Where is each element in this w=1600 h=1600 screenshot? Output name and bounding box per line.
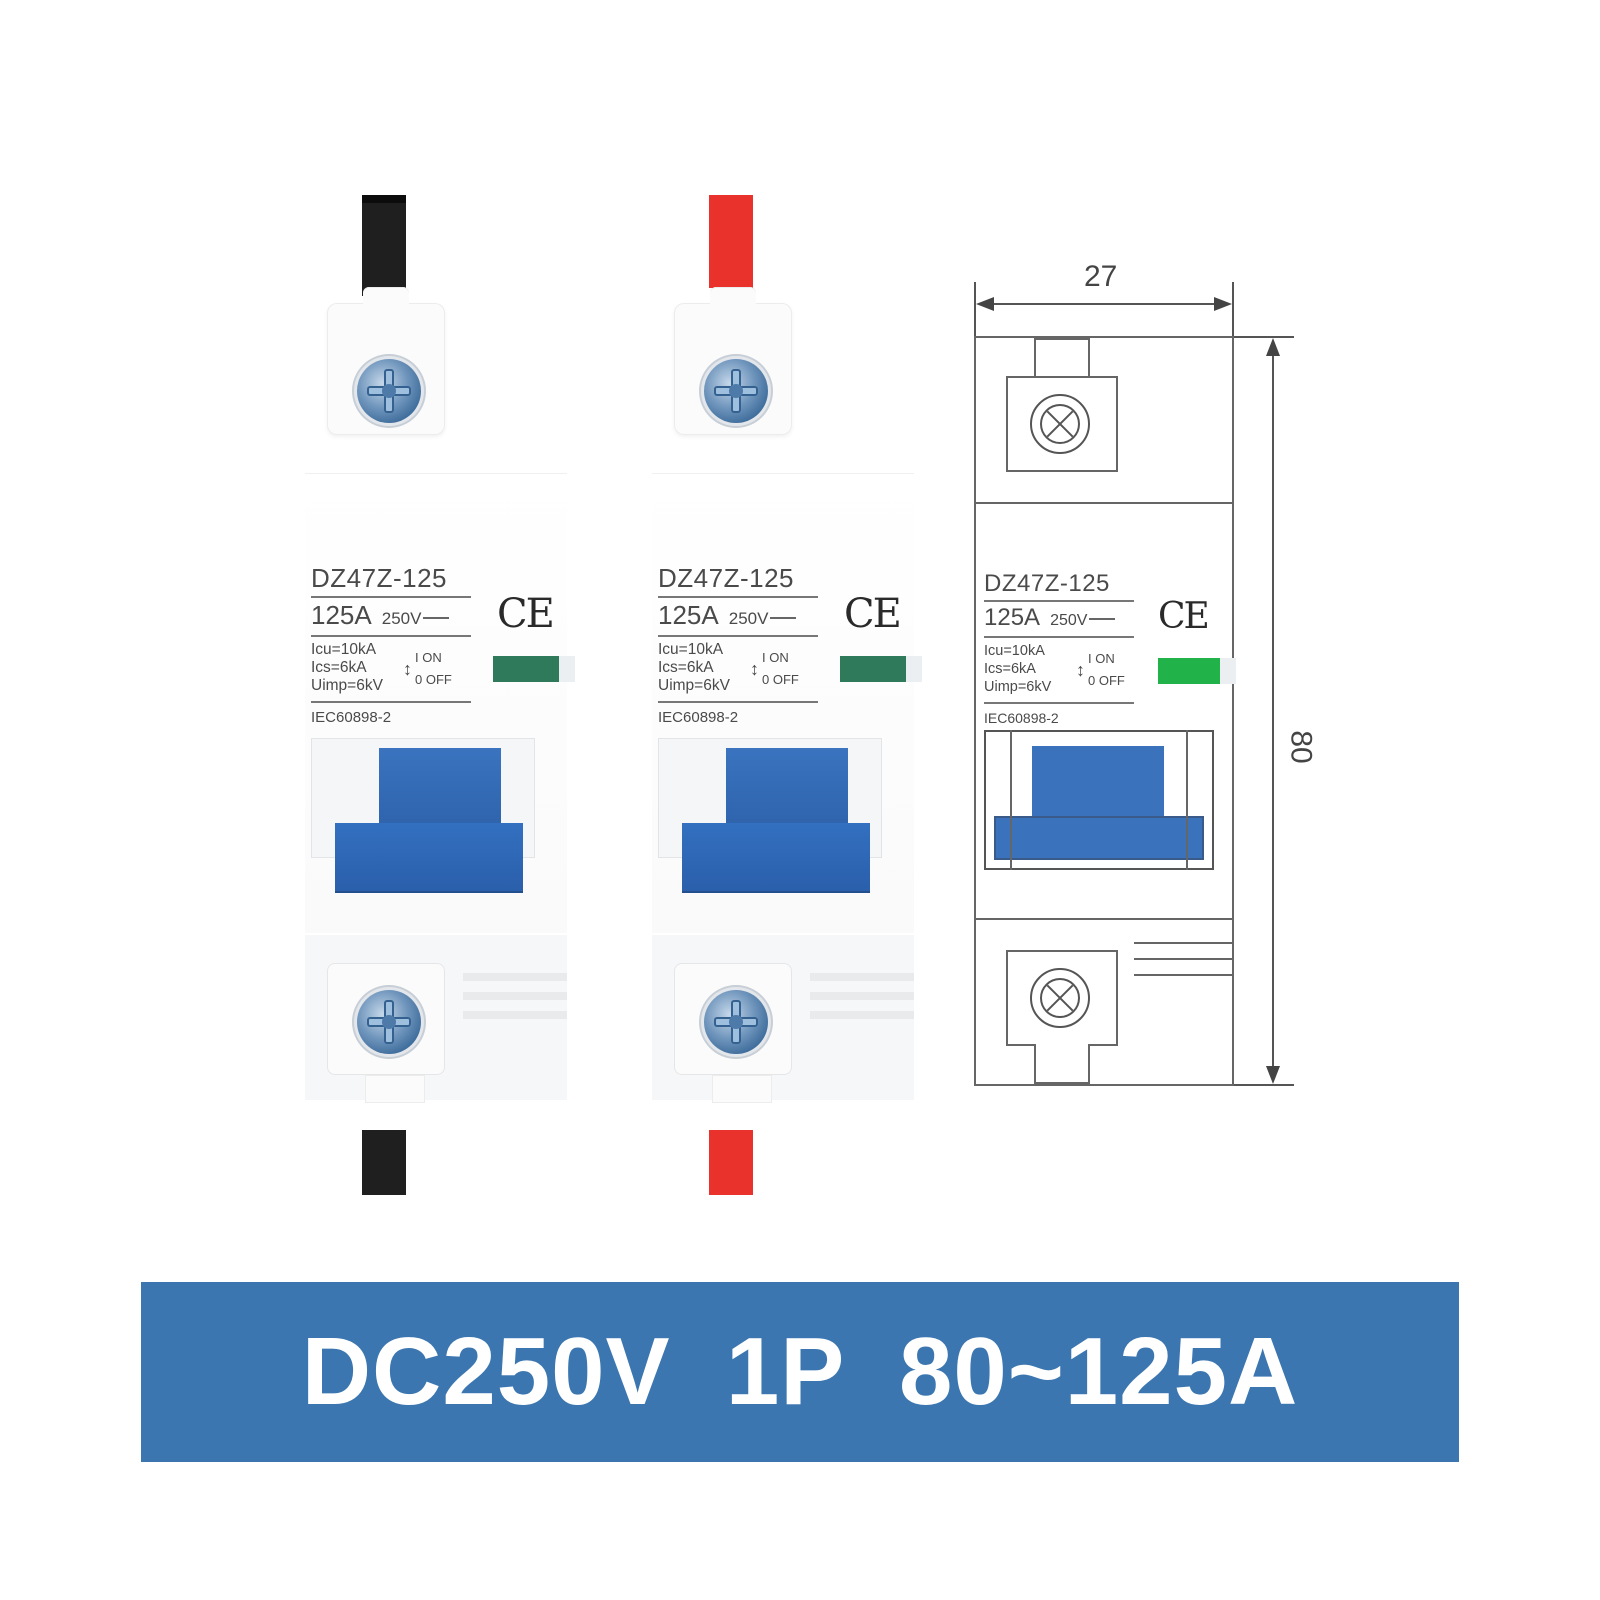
toggle-frame [984, 730, 1214, 870]
switch-legend: ↕ I ON 0 OFF [750, 647, 799, 691]
switch-off-text: 0 OFF [415, 672, 452, 687]
lower-tab [712, 1075, 772, 1103]
bottom-tab [1034, 1044, 1090, 1084]
screw-icon [357, 359, 421, 423]
screw-icon [704, 990, 768, 1054]
breaker-label: DZ47Z-125 125A 250V CE Icu=10kA Ics=6kA … [658, 563, 926, 726]
switch-on-text: I ON [762, 650, 789, 665]
spec-banner: DC250V 1P 80~125A [141, 1282, 1459, 1462]
spec-uimp: Uimp=6kV [984, 679, 1052, 695]
model-text: DZ47Z-125 [658, 563, 818, 598]
screw-icon [1030, 394, 1090, 454]
lower-rails [810, 973, 914, 1033]
dimension-drawing: 27 80 DZ47Z-125 125A 250V CE Icu=10kA Ic… [970, 260, 1330, 1110]
switch-off-text: 0 OFF [1088, 673, 1125, 688]
bottom-wire-black [362, 1130, 406, 1195]
model-text: DZ47Z-125 [311, 563, 471, 598]
spec-uimp: Uimp=6kV [658, 677, 730, 694]
spec-block: Icu=10kA Ics=6kA Uimp=6kV ↕ I ON 0 OFF [984, 636, 1134, 696]
dim-extension-bottom [1234, 1084, 1294, 1086]
current-text: 125A [311, 600, 372, 630]
screw-icon [1030, 968, 1090, 1028]
height-dim-line [1272, 344, 1274, 1078]
rating-row: 125A 250V [311, 600, 579, 631]
status-indicator [1158, 658, 1236, 684]
standard-text: IEC60898-2 [311, 701, 471, 726]
spec-icu: Icu=10kA [658, 641, 724, 658]
status-indicator [840, 656, 922, 682]
updown-arrow-icon: ↕ [1076, 660, 1085, 680]
rail-line [1134, 958, 1232, 960]
standard-text: IEC60898-2 [984, 702, 1134, 726]
spec-icu: Icu=10kA [984, 643, 1045, 659]
lower-tab [365, 1075, 425, 1103]
dim-extension-left [974, 282, 976, 362]
toggle-lever-front [682, 823, 870, 891]
ce-mark: CE [1158, 596, 1210, 637]
toggle-lever [726, 748, 848, 826]
switch-legend: ↕ I ON 0 OFF [1076, 648, 1125, 692]
outline-divider [976, 502, 1232, 504]
width-dim-line [980, 303, 1228, 305]
rail-line [1134, 974, 1232, 976]
voltage-text: 250V [381, 609, 422, 628]
dc-symbol-icon [1089, 618, 1116, 620]
voltage-text: 250V [1050, 612, 1088, 629]
banner-text: DC250V 1P 80~125A [301, 1318, 1299, 1425]
lower-rails [463, 973, 567, 1033]
screw-icon [357, 990, 421, 1054]
standard-text: IEC60898-2 [658, 701, 818, 726]
height-dimension: 80 [1284, 730, 1318, 764]
model-text: DZ47Z-125 [984, 570, 1134, 602]
top-wire-black [362, 195, 406, 296]
arrow-left-icon [976, 297, 994, 311]
dc-symbol-icon [423, 617, 450, 619]
updown-arrow-icon: ↕ [750, 659, 759, 679]
status-indicator [493, 656, 575, 682]
arrow-right-icon [1214, 297, 1232, 311]
top-wire-red [709, 195, 753, 288]
toggle-lever [1032, 746, 1164, 822]
width-dimension: 27 [1084, 260, 1118, 293]
ce-mark: CE [844, 591, 902, 637]
rating-row: 125A 250V [658, 600, 926, 631]
dim-extension-right [1232, 282, 1234, 362]
toggle-lever-front [335, 823, 523, 891]
rating-row: 125A 250V [984, 604, 1224, 632]
arrow-up-icon [1266, 338, 1280, 356]
spec-ics: Ics=6kA [658, 659, 714, 676]
switch-off-text: 0 OFF [762, 672, 799, 687]
breaker-outline [974, 336, 1234, 1086]
bottom-wire-red [709, 1130, 753, 1195]
spec-uimp: Uimp=6kV [311, 677, 383, 694]
toggle-lever-front [994, 816, 1204, 860]
updown-arrow-icon: ↕ [403, 659, 412, 679]
outline-divider [976, 918, 1232, 920]
breaker-label: DZ47Z-125 125A 250V CE Icu=10kA Ics=6kA … [311, 563, 579, 726]
top-tab [1034, 338, 1090, 378]
arrow-down-icon [1266, 1066, 1280, 1084]
dim-extension-top [1234, 336, 1294, 338]
spec-block: Icu=10kA Ics=6kA Uimp=6kV ↕ I ON 0 OFF [658, 635, 818, 695]
drawing-label: DZ47Z-125 125A 250V CE Icu=10kA Ics=6kA … [984, 570, 1236, 726]
current-text: 125A [658, 600, 719, 630]
spec-ics: Ics=6kA [311, 659, 367, 676]
breaker-photo-black: DZ47Z-125 125A 250V CE Icu=10kA Ics=6kA … [305, 195, 575, 1195]
dc-symbol-icon [770, 617, 797, 619]
spec-icu: Icu=10kA [311, 641, 377, 658]
breaker-photo-red: DZ47Z-125 125A 250V CE Icu=10kA Ics=6kA … [652, 195, 922, 1195]
frame-rail [1010, 730, 1012, 870]
spec-block: Icu=10kA Ics=6kA Uimp=6kV ↕ I ON 0 OFF [311, 635, 471, 695]
rail-line [1134, 942, 1232, 944]
frame-rail [1186, 730, 1188, 870]
current-text: 125A [984, 604, 1041, 631]
voltage-text: 250V [728, 609, 769, 628]
spec-ics: Ics=6kA [984, 661, 1036, 677]
switch-on-text: I ON [415, 650, 442, 665]
toggle-lever [379, 748, 501, 826]
screw-icon [704, 359, 768, 423]
ce-mark: CE [497, 591, 555, 637]
switch-legend: ↕ I ON 0 OFF [403, 647, 452, 691]
switch-on-text: I ON [1088, 651, 1115, 666]
